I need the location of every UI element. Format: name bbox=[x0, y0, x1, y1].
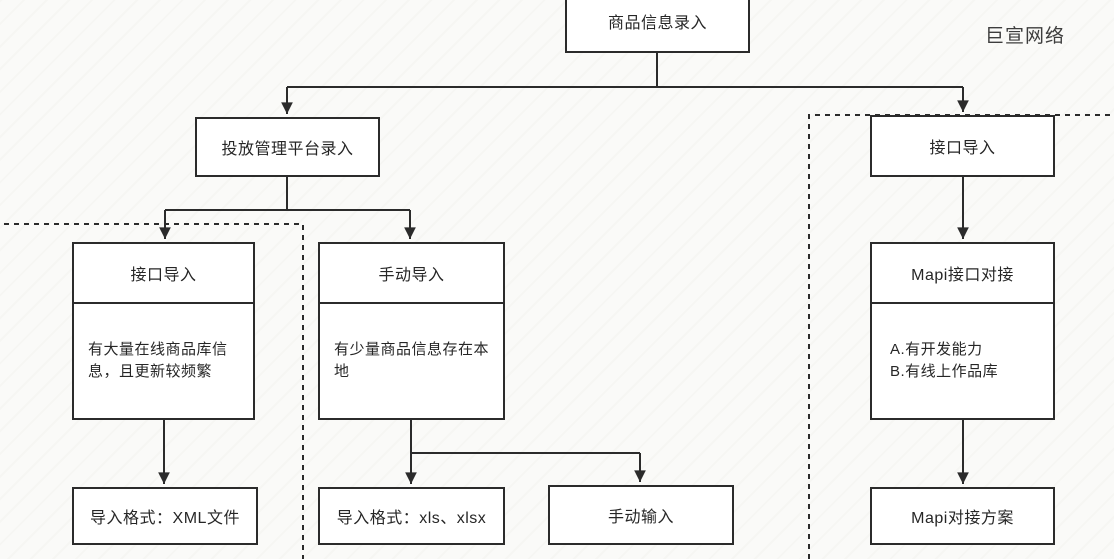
node-mapi-api-label: Mapi接口对接 bbox=[911, 267, 1014, 284]
mapi-condition-b: B.有线上作品库 bbox=[890, 363, 999, 380]
node-xls-format-label: 导入格式：xls、xlsx bbox=[336, 510, 487, 527]
node-api-import-right: 接口导入 bbox=[870, 115, 1055, 177]
node-mapi-api-header: Mapi接口对接 bbox=[872, 244, 1053, 304]
node-api-import-left-header: 接口导入 bbox=[74, 244, 253, 304]
node-api-import-left-label: 接口导入 bbox=[130, 267, 197, 284]
node-manual-input: 手动输入 bbox=[548, 485, 734, 545]
node-root-label: 商品信息录入 bbox=[607, 15, 707, 32]
node-mapi-plan-label: Mapi对接方案 bbox=[911, 510, 1014, 527]
left-group-dashed-border bbox=[0, 223, 304, 559]
node-xls-format: 导入格式：xls、xlsx bbox=[318, 487, 505, 545]
node-platform-entry: 投放管理平台录入 bbox=[195, 117, 380, 177]
node-mapi-api: Mapi接口对接 A.有开发能力 B.有线上作品库 bbox=[870, 242, 1055, 420]
node-mapi-api-description: A.有开发能力 B.有线上作品库 bbox=[872, 304, 1053, 418]
node-manual-import-label: 手动导入 bbox=[378, 267, 445, 284]
node-manual-import-header: 手动导入 bbox=[320, 244, 503, 304]
node-api-import-right-label: 接口导入 bbox=[929, 140, 996, 157]
node-xml-format: 导入格式：XML文件 bbox=[72, 487, 258, 545]
node-root: 商品信息录入 bbox=[565, 0, 750, 53]
node-manual-import: 手动导入 有少量商品信息存在本地 bbox=[318, 242, 505, 420]
node-mapi-plan: Mapi对接方案 bbox=[870, 487, 1055, 545]
node-xml-format-label: 导入格式：XML文件 bbox=[90, 510, 240, 527]
mapi-condition-a: A.有开发能力 bbox=[890, 340, 983, 358]
node-api-import-left: 接口导入 有大量在线商品库信息，且更新较频繁 bbox=[72, 242, 255, 420]
node-manual-input-label: 手动输入 bbox=[607, 509, 674, 526]
brand-watermark: 巨宣网络 bbox=[985, 26, 1066, 47]
node-manual-import-description: 有少量商品信息存在本地 bbox=[334, 340, 490, 381]
node-platform-entry-label: 投放管理平台录入 bbox=[221, 141, 354, 158]
node-api-import-left-description: 有大量在线商品库信息，且更新较频繁 bbox=[88, 340, 228, 381]
